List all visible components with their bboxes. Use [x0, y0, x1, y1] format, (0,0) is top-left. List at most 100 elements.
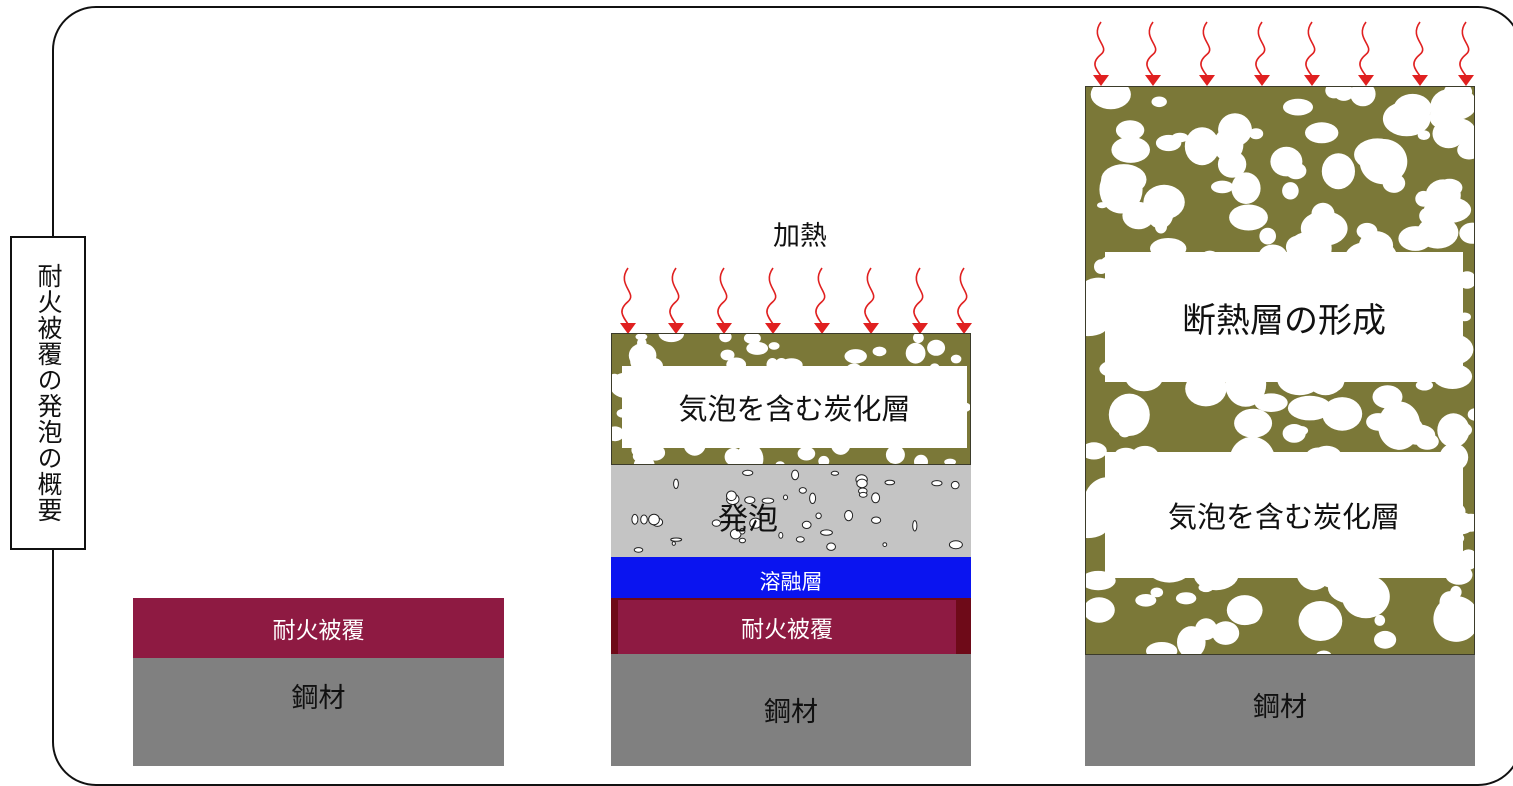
bubble — [1433, 596, 1474, 642]
foam-pore — [742, 469, 754, 476]
bubble — [797, 446, 816, 461]
bubble — [658, 334, 684, 343]
bubble — [1350, 87, 1376, 107]
heat-wave-arrow-icon — [863, 267, 879, 334]
bubble — [1090, 87, 1131, 110]
heat-wave-arrow-icon — [620, 267, 636, 334]
bubble — [927, 339, 946, 356]
stage3-insulation-label-box: 断熱層の形成 — [1105, 252, 1463, 382]
foam-pore — [791, 469, 800, 481]
bubble — [1356, 222, 1378, 240]
heat-wave-arrow-icon — [1254, 21, 1270, 86]
foam-pore — [809, 492, 817, 504]
heat-wave-arrow-icon — [716, 267, 732, 334]
stage2-char-label: 気泡を含む炭化層 — [678, 392, 911, 426]
bubble — [1300, 211, 1348, 246]
heat-wave-arrow-icon — [1199, 21, 1215, 86]
bubble — [612, 426, 625, 442]
bubble — [1101, 164, 1147, 196]
bubble — [1443, 87, 1473, 102]
foam-pore — [912, 520, 918, 532]
foam-pore — [711, 519, 722, 527]
stage3-heat-arrows — [1093, 21, 1474, 86]
foam-pore — [931, 480, 943, 487]
bubble — [1086, 597, 1115, 623]
bubble — [1086, 442, 1107, 460]
bubble — [818, 455, 830, 464]
bubble — [743, 334, 761, 344]
bubble — [872, 346, 887, 357]
bubble — [1294, 426, 1309, 436]
bubble — [1146, 642, 1178, 654]
bubble — [1366, 413, 1391, 431]
stage2-heat-arrows — [620, 267, 972, 334]
bubble — [1415, 433, 1439, 450]
bubble — [1282, 182, 1299, 200]
foam-pore — [670, 537, 683, 542]
heat-wave-arrow-icon — [814, 267, 830, 334]
foam-pore — [820, 529, 833, 536]
stage2-steel-label: 鋼材 — [764, 697, 818, 728]
stage2-fireproof-layer: 耐火被覆 — [618, 600, 956, 654]
heat-wave-arrow-icon — [1145, 21, 1161, 86]
bubble — [1108, 393, 1150, 436]
bubble — [1342, 574, 1390, 619]
foam-pore — [815, 512, 822, 520]
bubble — [1305, 122, 1339, 144]
bubble — [1086, 516, 1108, 539]
bubble — [1467, 408, 1474, 421]
foam-pore — [884, 479, 896, 486]
foam-pore — [844, 510, 854, 522]
bubble — [1382, 101, 1431, 137]
foam-pore — [798, 487, 807, 494]
bubble — [944, 458, 956, 464]
foam-pore — [826, 542, 837, 551]
bubble — [1155, 134, 1182, 152]
stage3-char-label-box: 気泡を含む炭化層 — [1105, 452, 1463, 578]
stage2-char-label-box: 気泡を含む炭化層 — [622, 366, 967, 448]
foam-pore — [882, 542, 888, 547]
bubble — [1229, 204, 1268, 231]
bubble — [1259, 227, 1276, 245]
bubble — [1254, 393, 1288, 413]
side-label-box: 耐火被覆の発泡の概要 — [10, 236, 86, 550]
bubble — [1322, 397, 1363, 431]
side-label-text: 耐火被覆の発泡の概要 — [34, 263, 63, 523]
bubble — [1392, 415, 1424, 445]
foam-pore — [783, 494, 788, 501]
heat-wave-arrow-icon — [1093, 21, 1109, 86]
foam-pore — [744, 496, 756, 504]
stage1-fireproof-label: 耐火被覆 — [272, 618, 365, 644]
bubble — [1415, 190, 1432, 207]
bubble — [1211, 180, 1234, 194]
bubble — [1459, 222, 1474, 244]
bubble — [844, 349, 867, 364]
stage1-steel-layer: 鋼材 — [133, 658, 504, 766]
foam-pore — [640, 514, 648, 525]
stage3-insulation-label: 断熱層の形成 — [1182, 300, 1386, 341]
bubble — [1374, 614, 1386, 626]
foam-pore — [795, 536, 805, 543]
bubble — [1333, 87, 1354, 101]
foam-pore — [871, 516, 882, 524]
stage2-foam-pores — [631, 469, 963, 553]
stage3-char-label: 気泡を含む炭化層 — [1167, 500, 1400, 534]
bubble — [914, 454, 928, 464]
stage2-foam-label: 発泡 — [718, 502, 778, 537]
bubble — [1111, 136, 1150, 163]
bubble — [1213, 128, 1244, 162]
bubble — [645, 444, 666, 461]
heat-wave-arrow-icon — [1412, 21, 1428, 86]
bubble — [1283, 98, 1313, 116]
bubble — [1143, 184, 1185, 220]
stage2-steel-layer: 鋼材 — [611, 654, 971, 766]
foam-pore — [648, 513, 660, 526]
heat-wave-arrow-icon — [668, 267, 684, 334]
bubble — [1150, 587, 1164, 598]
bubble — [1089, 278, 1100, 285]
bubble — [1135, 594, 1157, 607]
heating-label: 加熱 — [773, 221, 827, 252]
foam-pore — [631, 513, 639, 525]
bubble — [1438, 423, 1457, 443]
bubble — [1457, 140, 1474, 160]
